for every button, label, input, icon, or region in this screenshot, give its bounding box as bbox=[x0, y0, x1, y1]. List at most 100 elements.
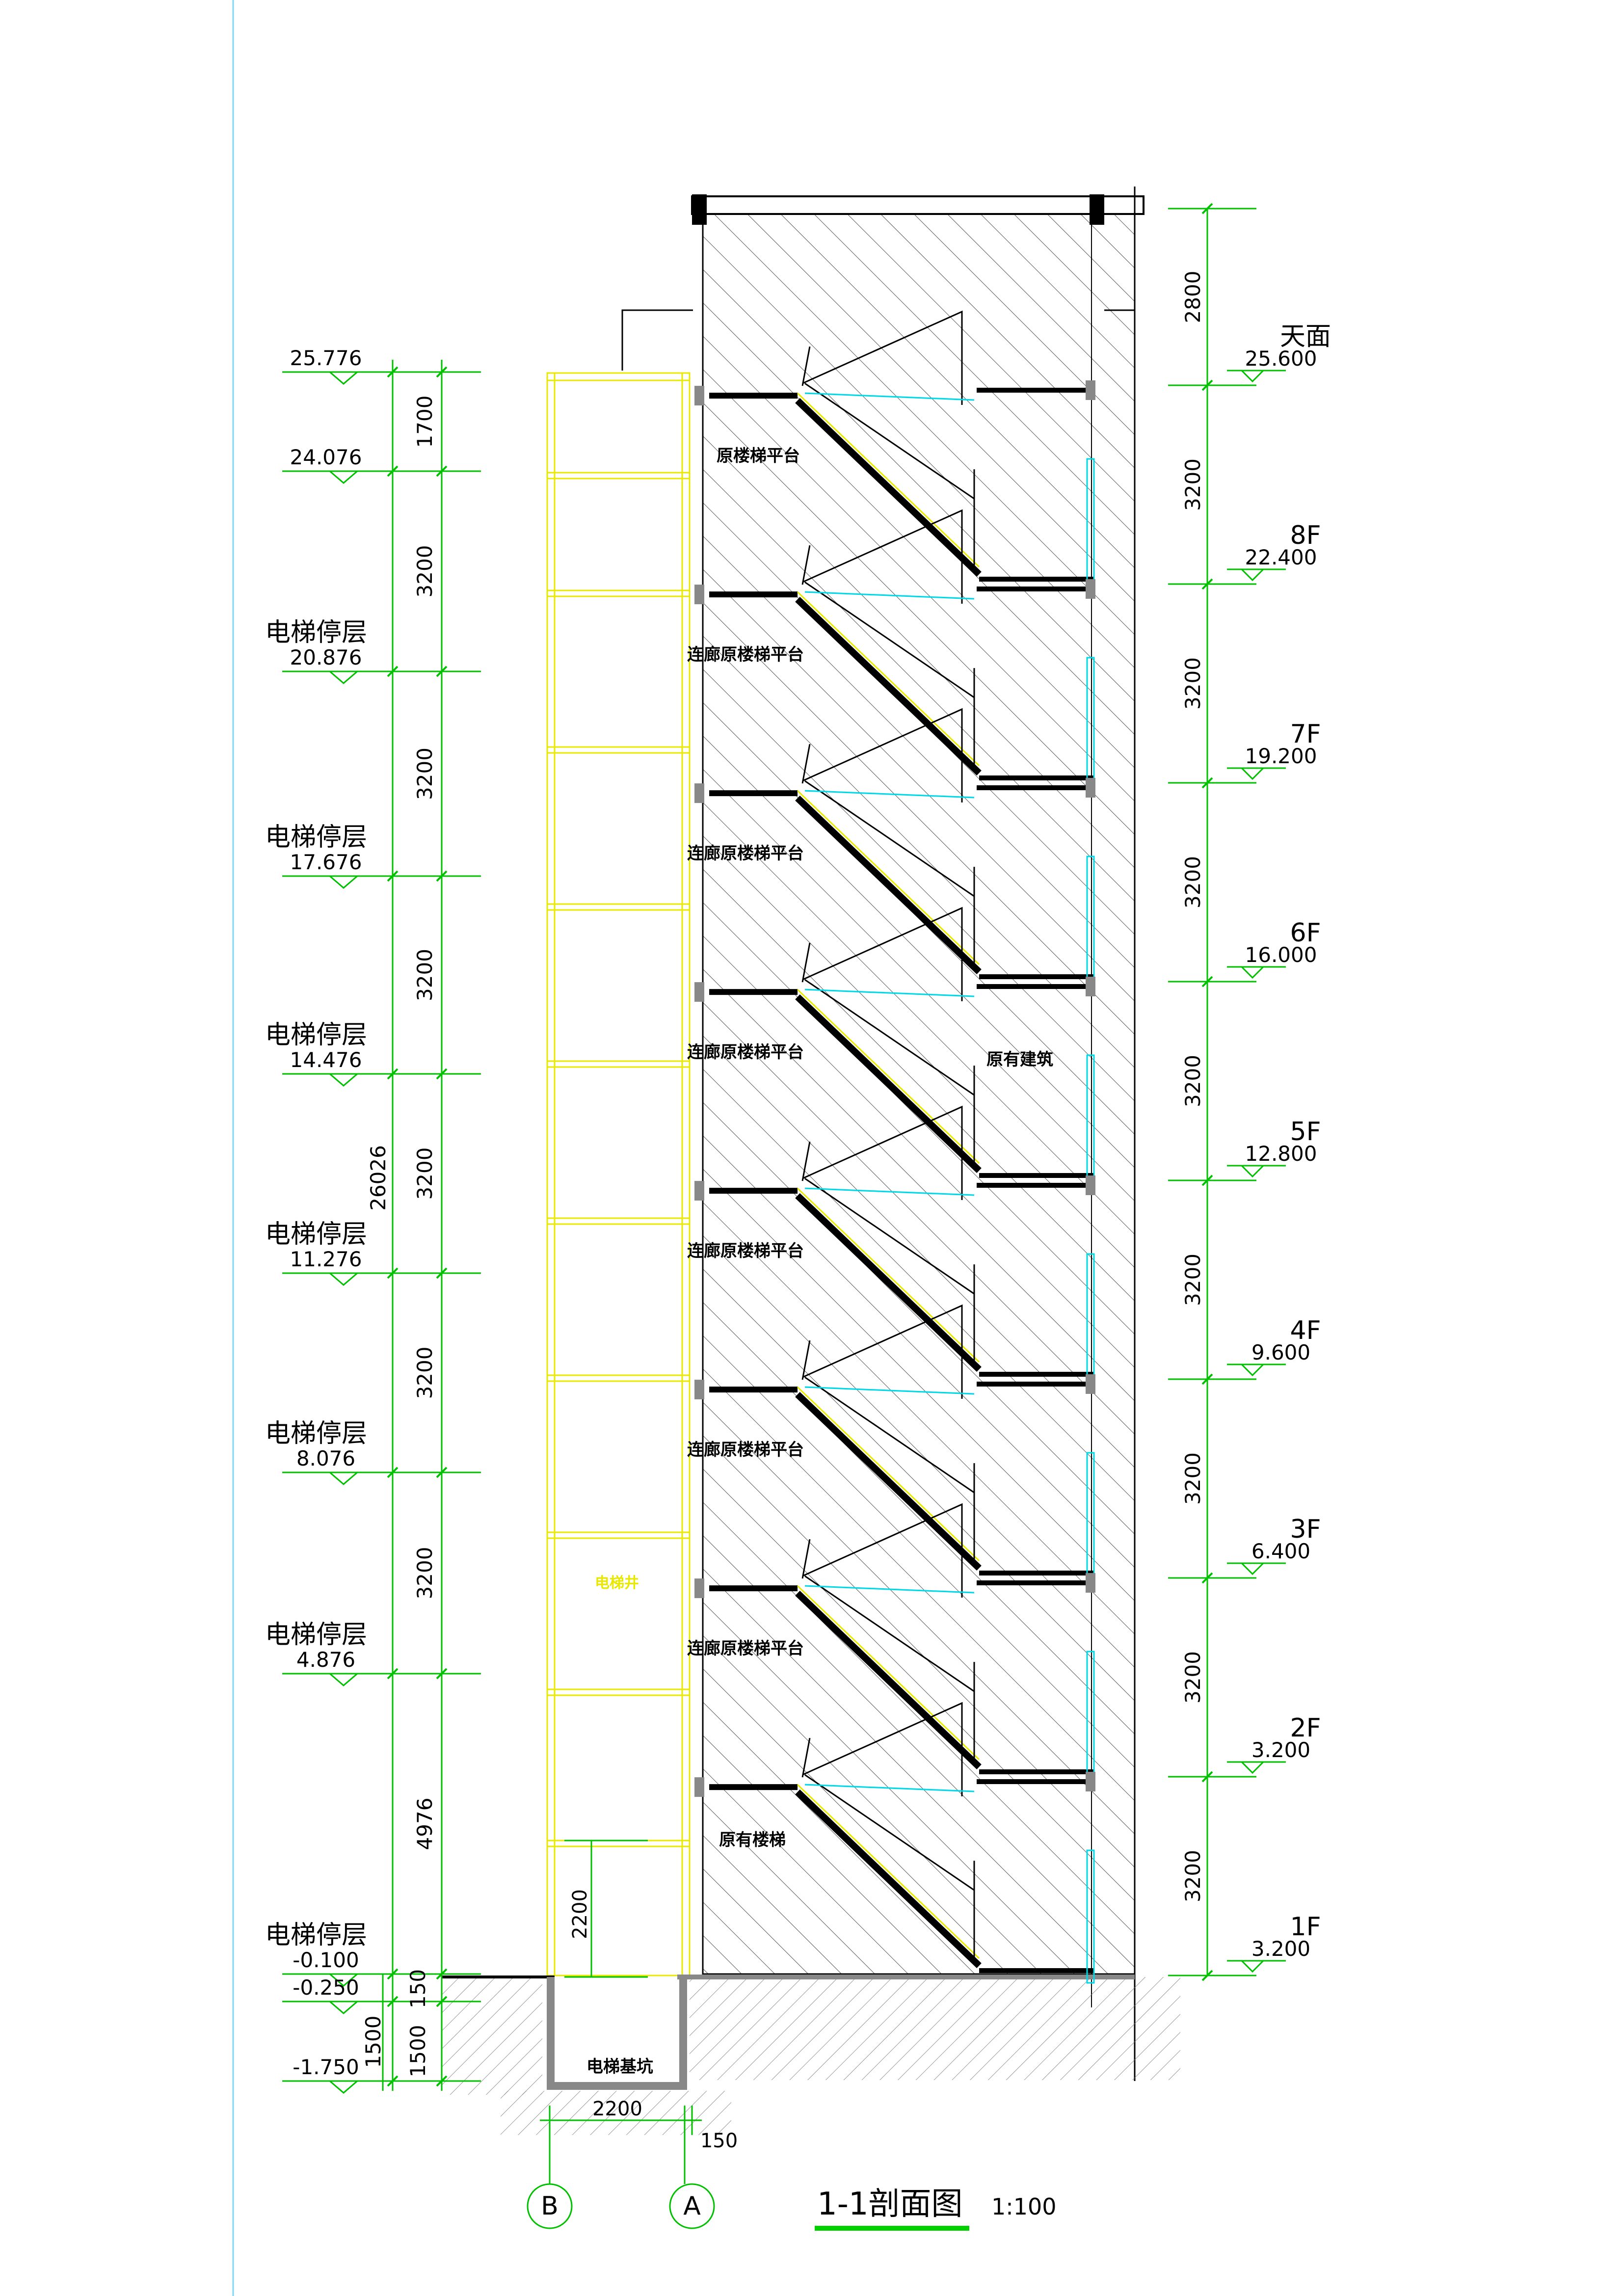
left-dim-value: 3200 bbox=[413, 1547, 437, 1600]
corridor-platform-label: 连廊原楼梯平台 bbox=[687, 645, 804, 665]
pit-dimension: 2200 bbox=[564, 1840, 648, 1978]
right-level-elev: 3.200 bbox=[1251, 1937, 1310, 1961]
right-dimension-chain: 28003200320032003200320032003200320025.6… bbox=[1168, 203, 1331, 1981]
right-level-elev: 12.800 bbox=[1245, 1142, 1317, 1166]
corridor-platform-label: 连廊原楼梯平台 bbox=[687, 844, 804, 863]
right-level-elev: 3.200 bbox=[1251, 1738, 1310, 1762]
axis-bubbles: B A bbox=[527, 2183, 715, 2229]
right-dim-value: 3200 bbox=[1181, 657, 1205, 710]
right-dim-value: 3200 bbox=[1181, 1055, 1205, 1107]
left-dim-value: 1700 bbox=[413, 396, 437, 448]
pit-dim-text: 2200 bbox=[569, 1889, 591, 1939]
left-level-elev: -0.250 bbox=[293, 1976, 359, 2000]
top-platform-label: 原楼梯平台 bbox=[717, 446, 800, 466]
existing-stair-label: 原有楼梯 bbox=[719, 1830, 786, 1850]
drawing-scale: 1:100 bbox=[991, 2193, 1057, 2220]
left-outer-dim: 1500 bbox=[361, 2016, 385, 2068]
left-level-10: -1.750 bbox=[282, 2055, 481, 2094]
corridor-platform-labels: 连廊原楼梯平台连廊原楼梯平台连廊原楼梯平台连廊原楼梯平台连廊原楼梯平台连廊原楼梯… bbox=[687, 645, 804, 1658]
elevator-shaft bbox=[546, 372, 691, 1976]
left-level-elev: 8.076 bbox=[296, 1446, 355, 1470]
left-level-elev: -1.750 bbox=[293, 2055, 359, 2079]
existing-stairs bbox=[694, 310, 1095, 1984]
left-level-9: -0.250 bbox=[282, 1976, 481, 2014]
left-level-label: 电梯停层 bbox=[265, 1419, 367, 1448]
left-dim-value: 3200 bbox=[413, 1148, 437, 1200]
right-dim-value: 3200 bbox=[1181, 1254, 1205, 1306]
right-level-elev: 22.400 bbox=[1245, 545, 1317, 569]
left-level-elev: 24.076 bbox=[290, 445, 362, 469]
right-level-elev: 16.000 bbox=[1245, 943, 1317, 967]
corridor-platform-label: 连廊原楼梯平台 bbox=[687, 1042, 804, 1062]
right-level-floor: 5F bbox=[1290, 1117, 1321, 1147]
corridor-platform-label: 连廊原楼梯平台 bbox=[687, 1241, 804, 1261]
left-dim-value: 3200 bbox=[413, 1347, 437, 1399]
corridor-platform-label: 连廊原楼梯平台 bbox=[687, 1639, 804, 1658]
right-level-floor: 天面 bbox=[1280, 322, 1331, 351]
left-level-label: 电梯停层 bbox=[265, 1020, 367, 1050]
right-dim-value: 3200 bbox=[1181, 458, 1205, 511]
left-level-label: 电梯停层 bbox=[265, 1220, 367, 1249]
left-dim-value: 4976 bbox=[413, 1798, 437, 1850]
left-level-elev: 25.776 bbox=[290, 346, 362, 370]
left-level-label: 电梯停层 bbox=[265, 823, 367, 852]
right-dim-value: 3200 bbox=[1181, 1651, 1205, 1704]
left-dimension-chain: 25.77624.07620.876电梯停层17.676电梯停层14.476电梯… bbox=[265, 346, 481, 2094]
left-level-1: 24.076 bbox=[282, 445, 481, 484]
left-level-label: 电梯停层 bbox=[265, 618, 367, 647]
right-level-floor: 1F bbox=[1290, 1912, 1321, 1942]
left-level-elev: 17.676 bbox=[290, 850, 362, 874]
left-dim-value: 1500 bbox=[406, 2025, 430, 2078]
drawing-title: 1-1剖面图 1:100 bbox=[815, 2186, 1057, 2231]
axis-a: A bbox=[683, 2191, 701, 2221]
left-level-elev: 11.276 bbox=[290, 1247, 362, 1271]
left-level-elev: 14.476 bbox=[290, 1048, 362, 1072]
right-dim-value: 3200 bbox=[1181, 1850, 1205, 1902]
right-dim-value: 2800 bbox=[1181, 271, 1205, 323]
left-dim-value: 3200 bbox=[413, 545, 437, 598]
right-dim-value: 3200 bbox=[1181, 856, 1205, 908]
bottom-width-text: 2200 bbox=[592, 2098, 642, 2120]
left-level-0: 25.776 bbox=[282, 346, 481, 385]
right-level-elev: 19.200 bbox=[1245, 744, 1317, 768]
right-level-elev: 9.600 bbox=[1251, 1340, 1310, 1364]
left-dim-value: 3200 bbox=[413, 949, 437, 1001]
right-level-floor: 3F bbox=[1290, 1515, 1321, 1544]
right-level-floor: 6F bbox=[1290, 918, 1321, 948]
roof-structure bbox=[621, 309, 693, 371]
axis-b: B bbox=[541, 2191, 559, 2221]
corridor-platform-label: 连廊原楼梯平台 bbox=[687, 1440, 804, 1460]
right-level-elev: 6.400 bbox=[1251, 1539, 1310, 1563]
labels: 原楼梯平台 原有楼梯 原有建筑 电梯井 电梯基坑 bbox=[586, 446, 1053, 2077]
roof-parapet bbox=[691, 195, 1145, 215]
bottom-offset-text: 150 bbox=[700, 2130, 738, 2152]
right-level-floor: 8F bbox=[1290, 521, 1321, 550]
right-level-floor: 7F bbox=[1290, 720, 1321, 749]
existing-building-label: 原有建筑 bbox=[986, 1050, 1053, 1069]
right-level-elev: 25.600 bbox=[1245, 347, 1317, 371]
left-total-dim: 26026 bbox=[366, 1145, 390, 1211]
elevator-pit bbox=[547, 1977, 687, 2090]
left-level-label: 电梯停层 bbox=[265, 1921, 367, 1950]
pit-label: 电梯基坑 bbox=[586, 2057, 653, 2077]
left-level-elev: 20.876 bbox=[290, 645, 362, 669]
left-level-elev: 4.876 bbox=[296, 1648, 355, 1672]
bottom-dimension bbox=[540, 2106, 702, 2184]
